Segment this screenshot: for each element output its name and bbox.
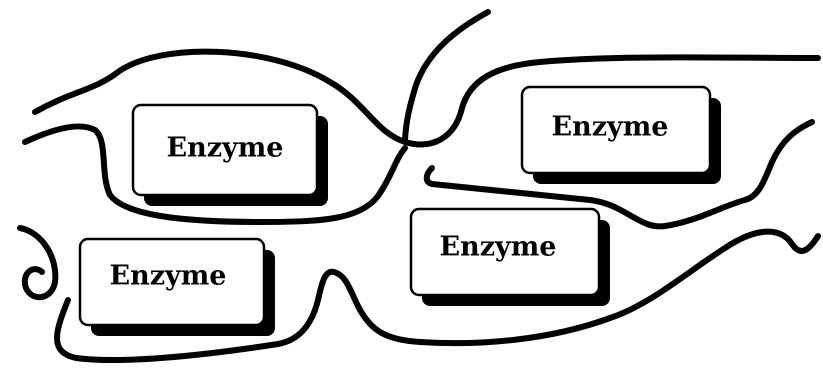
enzyme-label-1: Enzyme	[167, 133, 284, 164]
enzyme-box-1: Enzyme	[133, 105, 328, 206]
enzyme-box-3: Enzyme	[80, 239, 275, 336]
enzyme-box-2: Enzyme	[522, 87, 721, 184]
curve-left-spiral	[20, 228, 55, 297]
enzyme-label-4: Enzyme	[440, 232, 557, 263]
enzyme-label-2: Enzyme	[552, 112, 669, 143]
enzyme-label-3: Enzyme	[110, 261, 227, 292]
curve-top-hook	[405, 12, 488, 140]
enzyme-box-4: Enzyme	[411, 209, 610, 306]
